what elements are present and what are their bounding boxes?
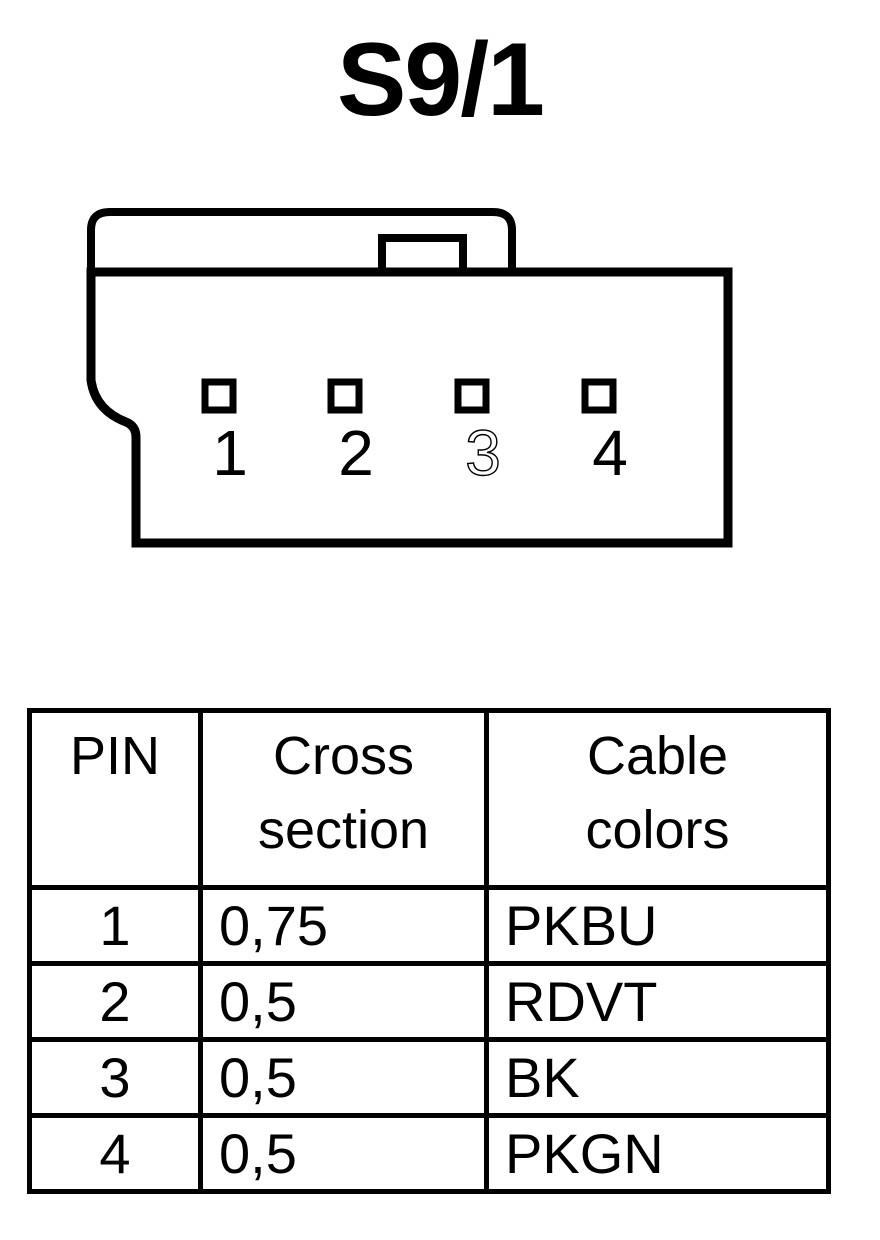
pin-cavity-3 <box>454 378 490 414</box>
cell-cable-colors: RDVT <box>484 961 831 1042</box>
page-title: S9/1 <box>337 22 545 138</box>
pin-assignment-table: PIN Cross section Cable colors 1 0,75 PK… <box>27 708 831 1194</box>
pin-cavity-1 <box>201 378 237 414</box>
cell-cross-section: 0,5 <box>198 961 489 1042</box>
cell-cross-section: 0,5 <box>198 1113 489 1194</box>
connector-body-outline <box>86 267 733 548</box>
cell-cross-section: 0,5 <box>198 1037 489 1118</box>
pin-cavity-4 <box>581 378 617 414</box>
cell-cable-colors: PKBU <box>484 885 831 966</box>
table-row: 4 0,5 PKGN <box>27 1113 831 1194</box>
pin-label-1: 1 <box>212 417 248 489</box>
connector-latch-notch <box>378 234 467 272</box>
pin-label-2: 2 <box>338 417 374 489</box>
cell-cross-section: 0,75 <box>198 885 489 966</box>
connector-diagram: 1 2 3 4 <box>0 190 880 580</box>
table-row: 2 0,5 RDVT <box>27 961 831 1042</box>
cell-pin: 1 <box>27 885 203 966</box>
cell-pin: 2 <box>27 961 203 1042</box>
table-header-row: PIN Cross section Cable colors <box>27 708 831 890</box>
cell-cable-colors: BK <box>484 1037 831 1118</box>
column-header-pin: PIN <box>27 708 203 890</box>
table-row: 1 0,75 PKBU <box>27 885 831 966</box>
pin-label-3: 3 <box>465 417 501 489</box>
connector-latch-outline <box>87 208 516 272</box>
cell-cable-colors: PKGN <box>484 1113 831 1194</box>
pin-cavity-2 <box>327 378 363 414</box>
pin-label-4: 4 <box>592 417 628 489</box>
cell-pin: 4 <box>27 1113 203 1194</box>
column-header-cross-section: Cross section <box>198 708 489 890</box>
table-row: 3 0,5 BK <box>27 1037 831 1118</box>
cell-pin: 3 <box>27 1037 203 1118</box>
column-header-cable-colors: Cable colors <box>484 708 831 890</box>
